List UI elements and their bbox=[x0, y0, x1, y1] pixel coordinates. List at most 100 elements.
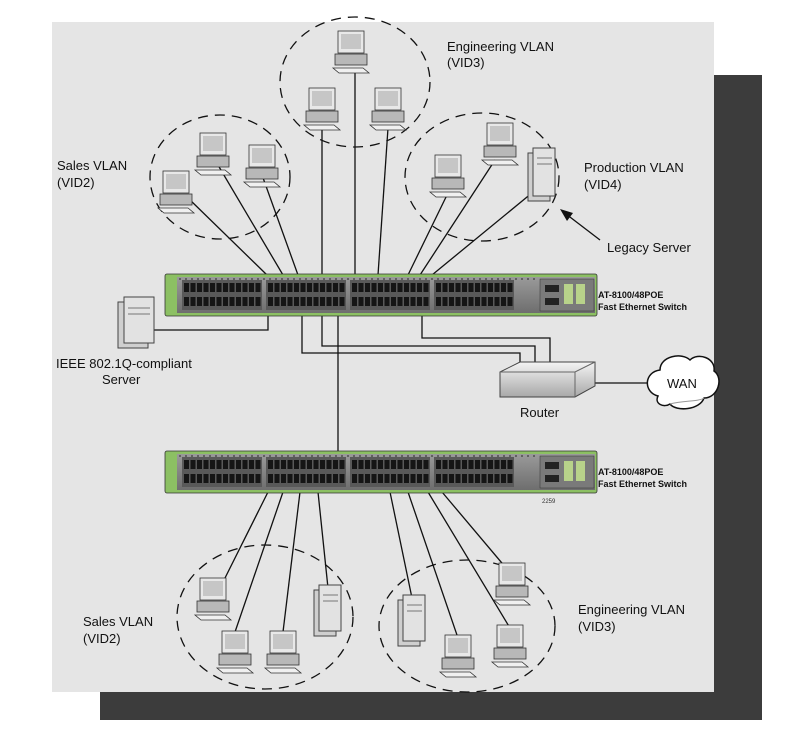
ethernet-port bbox=[236, 283, 241, 292]
ethernet-port bbox=[307, 297, 312, 306]
sales-vlan-bottom-label: Sales VLAN bbox=[83, 614, 153, 629]
ethernet-port bbox=[352, 474, 357, 483]
ethernet-port bbox=[223, 474, 228, 483]
ethernet-port bbox=[216, 283, 222, 292]
ethernet-port bbox=[197, 460, 202, 469]
ethernet-port bbox=[417, 460, 422, 469]
switch-bottom-icon bbox=[164, 450, 598, 494]
ethernet-port bbox=[442, 297, 448, 306]
ethernet-port bbox=[236, 460, 241, 469]
ethernet-port bbox=[378, 474, 383, 483]
ethernet-port bbox=[494, 460, 500, 469]
ethernet-port bbox=[300, 474, 306, 483]
engineering-vlan-bottom-label: Engineering VLAN bbox=[578, 602, 685, 617]
ethernet-port bbox=[210, 474, 215, 483]
engineering-vlan-top-vid: (VID3) bbox=[447, 55, 485, 70]
ethernet-port bbox=[384, 283, 390, 292]
ethernet-port bbox=[404, 297, 409, 306]
workstation-icon bbox=[368, 87, 408, 131]
ethernet-port bbox=[391, 474, 396, 483]
ethernet-port bbox=[384, 297, 390, 306]
ethernet-port bbox=[391, 297, 396, 306]
workstation-icon bbox=[492, 562, 532, 606]
ethernet-port bbox=[203, 297, 209, 306]
ethernet-port bbox=[300, 283, 306, 292]
ethernet-port bbox=[287, 297, 293, 306]
switch-top-icon bbox=[164, 273, 598, 317]
ethernet-port bbox=[281, 460, 286, 469]
ethernet-port bbox=[410, 474, 416, 483]
workstation-icon bbox=[302, 87, 342, 131]
legacy-server-label: Legacy Server bbox=[607, 240, 691, 255]
ethernet-port bbox=[468, 297, 474, 306]
ethernet-port bbox=[307, 283, 312, 292]
ethernet-port bbox=[423, 474, 429, 483]
router-label: Router bbox=[520, 405, 560, 420]
ethernet-port bbox=[274, 474, 280, 483]
ethernet-port bbox=[442, 460, 448, 469]
ethernet-port bbox=[320, 283, 325, 292]
ethernet-port bbox=[229, 460, 235, 469]
ethernet-port bbox=[481, 297, 487, 306]
ethernet-port bbox=[339, 474, 345, 483]
ethernet-port bbox=[397, 297, 403, 306]
ethernet-port bbox=[236, 297, 241, 306]
production-vlan-boundary bbox=[404, 112, 560, 242]
ethernet-port bbox=[255, 283, 261, 292]
workstation-icon bbox=[242, 144, 282, 188]
ethernet-port bbox=[281, 283, 286, 292]
ethernet-port bbox=[197, 297, 202, 306]
ethernet-port bbox=[384, 474, 390, 483]
ethernet-port bbox=[436, 283, 441, 292]
ethernet-port bbox=[229, 297, 235, 306]
ethernet-port bbox=[404, 283, 409, 292]
ethernet-port bbox=[417, 474, 422, 483]
ethernet-port bbox=[326, 460, 332, 469]
ethernet-port bbox=[274, 283, 280, 292]
engineering-vlan-bottom-boundary bbox=[378, 559, 556, 693]
ieee-server-icon bbox=[117, 296, 155, 349]
ethernet-port bbox=[436, 460, 441, 469]
ethernet-port bbox=[371, 460, 377, 469]
ethernet-port bbox=[333, 474, 338, 483]
ieee-server-label: IEEE 802.1Q-compliant bbox=[56, 356, 192, 371]
ethernet-port bbox=[326, 283, 332, 292]
ethernet-port bbox=[352, 460, 357, 469]
ethernet-port bbox=[184, 474, 189, 483]
ethernet-port bbox=[501, 283, 506, 292]
ethernet-port bbox=[242, 460, 248, 469]
ethernet-port bbox=[371, 474, 377, 483]
ethernet-port bbox=[300, 297, 306, 306]
sales-server-icon bbox=[313, 584, 342, 637]
ethernet-port bbox=[410, 283, 416, 292]
ethernet-port bbox=[404, 460, 409, 469]
ethernet-port bbox=[294, 474, 299, 483]
ethernet-port bbox=[507, 460, 513, 469]
ethernet-port bbox=[255, 460, 261, 469]
legacy-server-icon bbox=[527, 147, 556, 202]
ethernet-port bbox=[190, 474, 196, 483]
ethernet-port bbox=[475, 283, 480, 292]
ethernet-port bbox=[449, 460, 454, 469]
ethernet-port bbox=[475, 474, 480, 483]
ethernet-port bbox=[449, 283, 454, 292]
ethernet-port bbox=[223, 283, 228, 292]
ethernet-port bbox=[507, 474, 513, 483]
workstation-icon bbox=[193, 577, 233, 621]
ethernet-port bbox=[488, 283, 493, 292]
ethernet-port bbox=[481, 474, 487, 483]
ethernet-port bbox=[468, 283, 474, 292]
wan-label: WAN bbox=[667, 376, 697, 391]
workstation-icon bbox=[156, 170, 196, 214]
ethernet-port bbox=[397, 283, 403, 292]
ethernet-port bbox=[455, 297, 461, 306]
ethernet-port bbox=[255, 474, 261, 483]
ethernet-port bbox=[190, 297, 196, 306]
workstation-icon bbox=[263, 630, 303, 674]
ethernet-port bbox=[352, 283, 357, 292]
ethernet-port bbox=[507, 283, 513, 292]
sales-vlan-top-label: Sales VLAN bbox=[57, 158, 127, 173]
production-vlan-label: Production VLAN bbox=[584, 160, 684, 175]
ethernet-port bbox=[494, 474, 500, 483]
